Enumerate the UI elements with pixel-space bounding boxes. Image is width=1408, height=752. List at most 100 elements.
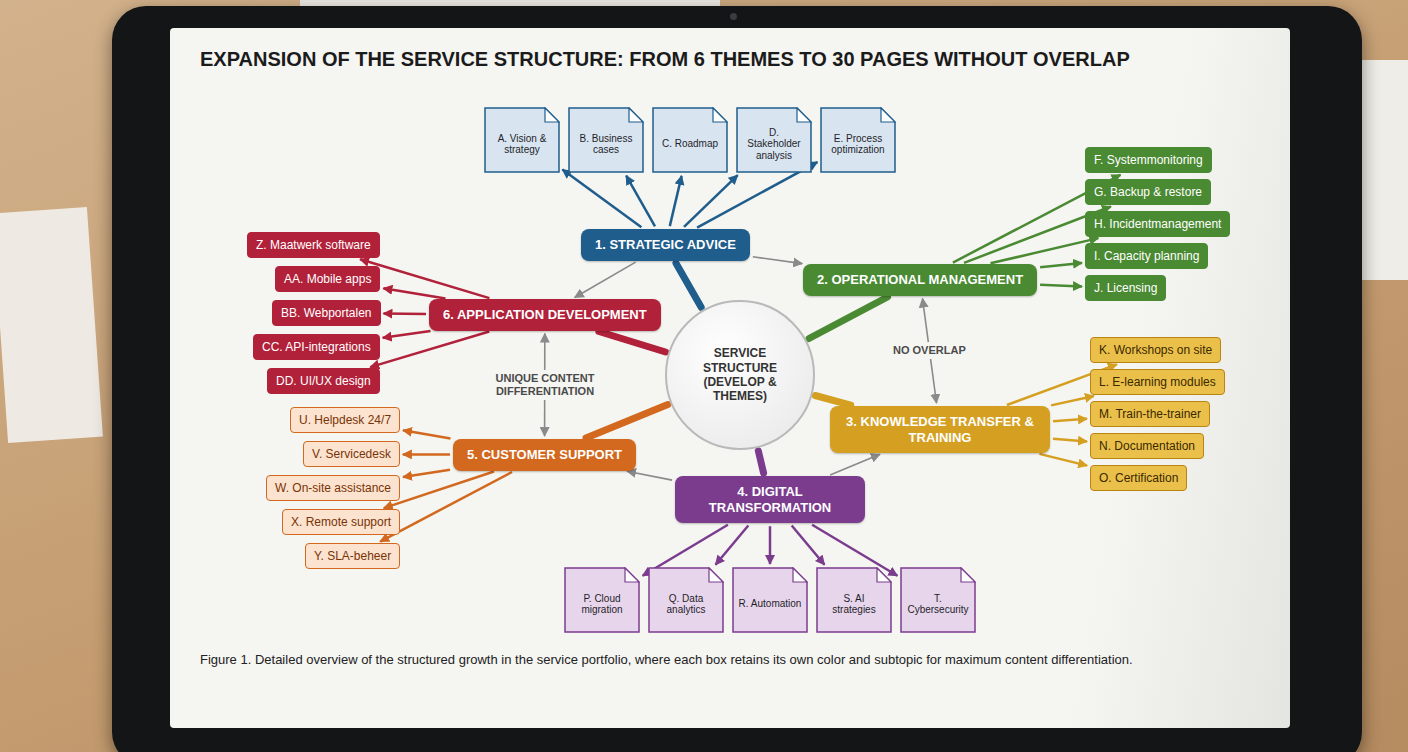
document-icon: D. Stakeholder analysis (736, 107, 812, 173)
document-shape (653, 108, 727, 172)
subtopic-box: DD. UI/UX design (267, 368, 380, 394)
theme-box: 5. CUSTOMER SUPPORT (453, 439, 636, 471)
node-label: 4. DIGITAL TRANSFORMATION (689, 484, 851, 515)
connector-arrow (1053, 419, 1087, 422)
node-label: B. Business cases (573, 133, 639, 156)
document-shape (733, 568, 807, 632)
document-icon: B. Business cases (568, 107, 644, 173)
node-label: P. Cloud migration (569, 593, 635, 616)
connector-arrow (1053, 439, 1087, 442)
node-label: 3. KNOWLEDGE TRANSFER & TRAINING (844, 414, 1036, 445)
branch-line (809, 297, 888, 339)
subtopic-box: CC. API-integrations (253, 334, 380, 360)
connector-arrow (370, 332, 489, 368)
subtopic-box: N. Documentation (1090, 433, 1204, 459)
document-icon: P. Cloud migration (564, 567, 640, 633)
connector-arrow (1039, 454, 1087, 466)
node-label: DD. UI/UX design (276, 374, 371, 388)
tablet-camera (730, 13, 737, 20)
connector-arrow (383, 288, 445, 298)
connector-arrow (403, 453, 450, 456)
branch-line (758, 451, 763, 473)
subtopic-box: U. Helpdesk 24/7 (290, 407, 400, 433)
connector-arrow (403, 430, 451, 438)
document-shape (737, 108, 811, 172)
document-icon: T. Cybersecurity (900, 567, 976, 633)
document-icon: E. Process optimization (820, 107, 896, 173)
subtopic-box: X. Remote support (282, 509, 400, 535)
subtopic-box: H. Incidentmanagement (1085, 211, 1230, 237)
branch-line (815, 396, 851, 406)
document-icon: C. Roadmap (652, 107, 728, 173)
subtopic-box: AA. Mobile apps (275, 266, 380, 292)
subtopic-box: F. Systemmonitoring (1085, 147, 1212, 173)
node-label: AA. Mobile apps (284, 272, 371, 286)
node-label: G. Backup & restore (1094, 185, 1202, 199)
document-fold (545, 108, 559, 122)
theme-box: 4. DIGITAL TRANSFORMATION (675, 476, 865, 523)
node-label: M. Train-the-trainer (1099, 407, 1201, 421)
subtopic-box: I. Capacity planning (1085, 243, 1208, 269)
theme-box: 1. STRATEGIC ADVICE (581, 229, 750, 261)
node-label: A. Vision & strategy (489, 133, 555, 156)
theme-box: 6. APPLICATION DEVELOPMENT (429, 299, 661, 331)
node-label: I. Capacity planning (1094, 249, 1199, 263)
node-label: U. Helpdesk 24/7 (299, 413, 391, 427)
branch-line (586, 405, 668, 438)
connector-arrow (1051, 396, 1094, 405)
node-label: R. Automation (739, 598, 802, 610)
node-label: 6. APPLICATION DEVELOPMENT (443, 307, 647, 323)
node-label: Q. Data analytics (653, 593, 719, 616)
connector-arrow (830, 454, 880, 475)
document-fold (877, 568, 891, 582)
connector-arrow (1040, 285, 1082, 287)
node-label: X. Remote support (291, 515, 391, 529)
node-label: S. AI strategies (821, 593, 887, 616)
node-label: H. Incidentmanagement (1094, 217, 1221, 231)
document-fold (713, 108, 727, 122)
paper-sheet (0, 207, 103, 443)
theme-box: 2. OPERATIONAL MANAGEMENT (803, 264, 1037, 296)
connector-arrow (562, 170, 641, 228)
node-label: V. Servicedesk (312, 447, 391, 461)
document-fold (709, 568, 723, 582)
subtopic-box: V. Servicedesk (303, 441, 400, 467)
document-shape (485, 108, 559, 172)
connector-arrow (403, 470, 450, 477)
subtopic-box: G. Backup & restore (1085, 179, 1211, 205)
document-icon: R. Automation (732, 567, 808, 633)
figure-caption: Figure 1. Detailed overview of the struc… (200, 652, 1260, 667)
edge-label: NO OVERLAP (889, 342, 970, 359)
document-shape (565, 568, 639, 632)
document-fold (793, 568, 807, 582)
connector-arrow (716, 526, 749, 565)
document-icon: Q. Data analytics (648, 567, 724, 633)
node-label: K. Workshops on site (1099, 343, 1212, 357)
subtopic-box: W. On-site assistance (266, 475, 400, 501)
node-label: CC. API-integrations (262, 340, 371, 354)
connector-arrow (575, 262, 636, 297)
node-label: N. Documentation (1099, 439, 1195, 453)
subtopic-box: M. Train-the-trainer (1090, 401, 1210, 427)
subtopic-box: J. Licensing (1085, 275, 1166, 301)
node-label: 1. STRATEGIC ADVICE (595, 237, 736, 253)
node-label: Y. SLA-beheer (314, 549, 391, 563)
branch-line (676, 263, 701, 307)
document-fold (881, 108, 895, 122)
document-icon: S. AI strategies (816, 567, 892, 633)
document-shape (817, 568, 891, 632)
document-icon: A. Vision & strategy (484, 107, 560, 173)
connector-arrow (627, 471, 672, 480)
node-label: O. Certification (1099, 471, 1178, 485)
node-label: BB. Webportalen (281, 306, 372, 320)
branch-line (599, 332, 666, 353)
document-fold (629, 108, 643, 122)
connector-arrow (384, 312, 427, 315)
document-fold (961, 568, 975, 582)
subtopic-box: BB. Webportalen (272, 300, 381, 326)
connector-arrow (670, 176, 682, 226)
subtopic-box: O. Certification (1090, 465, 1187, 491)
node-label: W. On-site assistance (275, 481, 391, 495)
node-label: T. Cybersecurity (905, 593, 971, 616)
